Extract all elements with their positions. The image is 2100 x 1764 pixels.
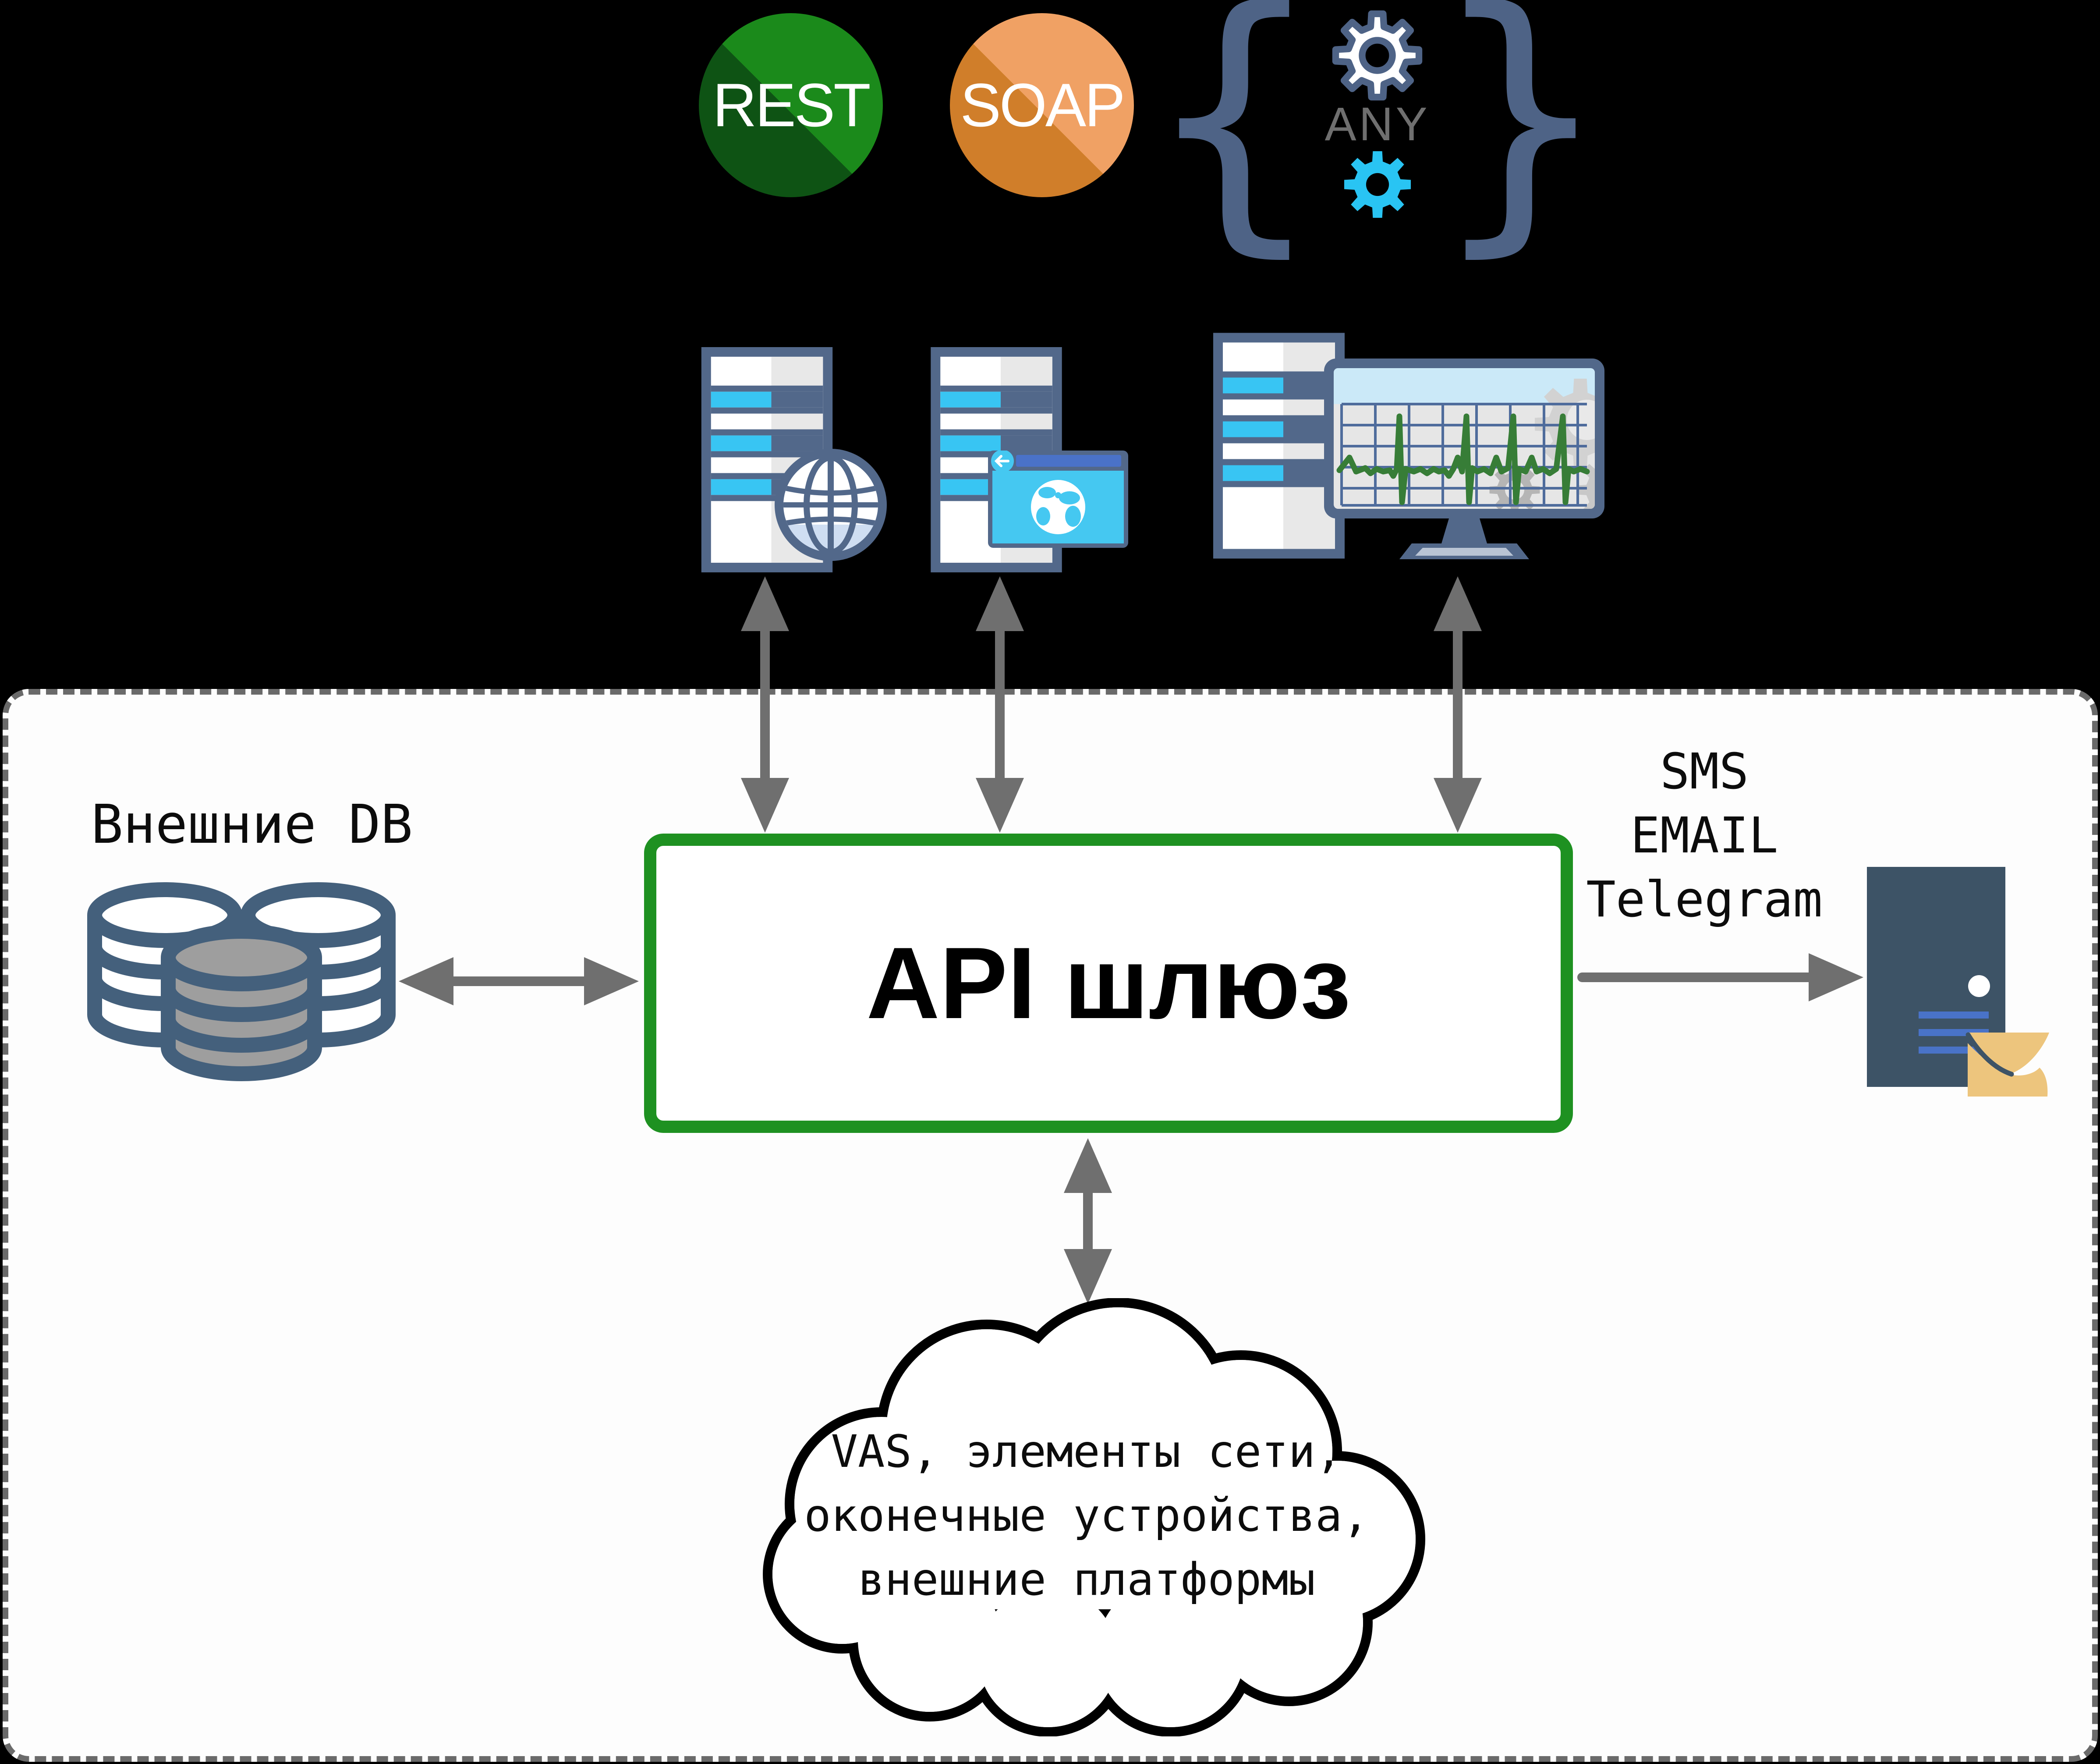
arrow-gateway-cloud bbox=[1064, 1138, 1112, 1304]
ecg-line bbox=[1336, 413, 1590, 505]
rest-label: REST bbox=[712, 71, 871, 139]
cloud-shape-icon bbox=[763, 1298, 1425, 1736]
database-icon bbox=[87, 882, 396, 1081]
any-protocol-badge: { ANY } bbox=[1144, 0, 1611, 281]
external-db-label: Внешние DB bbox=[91, 793, 413, 855]
soap-label: SOAP bbox=[960, 71, 1125, 139]
cloud-line-2: оконечные устройства, bbox=[804, 1490, 1369, 1542]
right-brace-icon: } bbox=[1430, 0, 1611, 281]
api-gateway-box: API шлюз bbox=[644, 834, 1573, 1133]
mail-server-icon bbox=[1867, 867, 2049, 1097]
arrow-server3-gateway bbox=[1434, 576, 1482, 833]
rest-badge-icon: REST bbox=[699, 13, 883, 197]
left-brace-icon: { bbox=[1144, 0, 1325, 281]
arrow-server2-gateway bbox=[976, 576, 1024, 833]
arrow-gateway-mailserver bbox=[1577, 953, 1863, 1001]
soap-badge-icon: SOAP bbox=[950, 13, 1134, 197]
gear-cyan-icon bbox=[1344, 151, 1411, 218]
sms-label: SMS bbox=[1660, 743, 1749, 800]
notification-channels-label: SMS EMAIL Telegram bbox=[1560, 740, 1849, 932]
cloud-line-3: внешние платформы bbox=[858, 1554, 1315, 1606]
cloud-services-label: VAS, элементы сети, оконечные устройства… bbox=[780, 1420, 1393, 1612]
arrow-db-gateway bbox=[399, 957, 639, 1005]
telegram-label: Telegram bbox=[1586, 871, 1823, 928]
envelope-icon bbox=[1965, 1032, 2049, 1097]
any-label: ANY bbox=[1324, 97, 1430, 150]
arrow-server1-gateway bbox=[741, 576, 789, 833]
monitor-ecg-icon bbox=[1324, 358, 1604, 559]
cloud-line-1: VAS, элементы сети, bbox=[831, 1426, 1342, 1478]
monitoring-server-tower-icon bbox=[1213, 333, 1345, 559]
email-label: EMAIL bbox=[1630, 807, 1778, 864]
globe-wireframe-icon bbox=[775, 449, 887, 561]
api-gateway-label: API шлюз bbox=[866, 926, 1351, 1040]
browser-window-icon bbox=[988, 451, 1128, 548]
gear-outline-icon bbox=[1330, 8, 1424, 103]
